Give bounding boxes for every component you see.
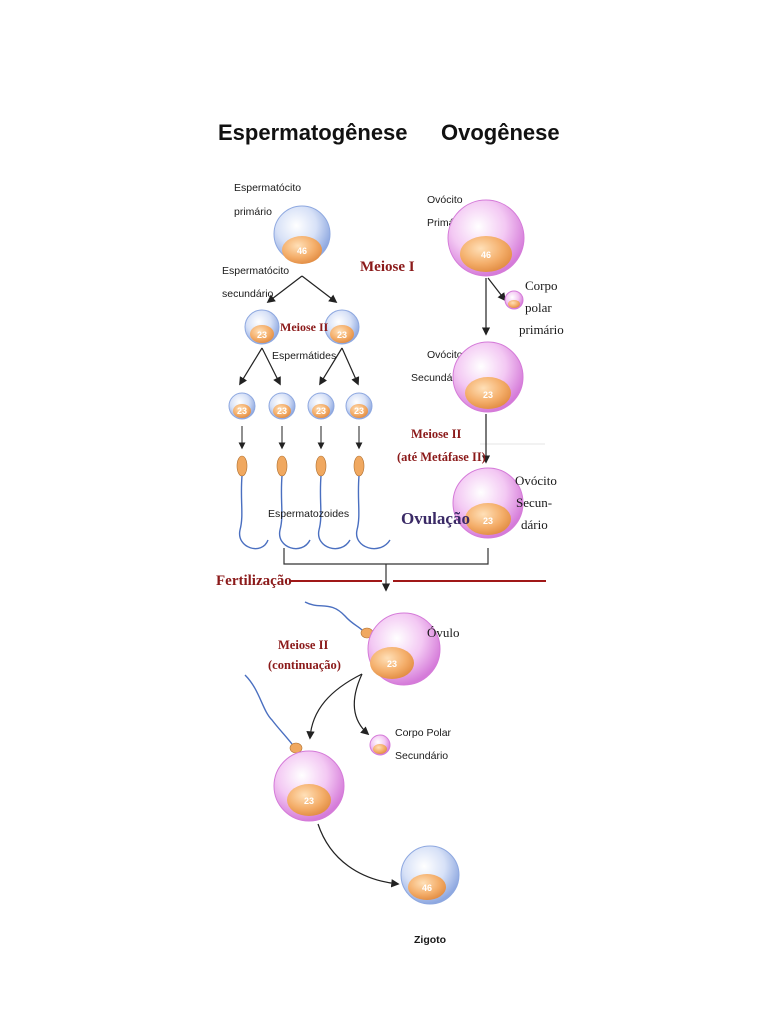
arrow (266, 275, 303, 304)
chromosome-number: 23 (337, 330, 347, 340)
chromosome-number: 46 (481, 250, 491, 260)
chromosome-number: 23 (483, 516, 493, 526)
arrow (261, 347, 281, 386)
fertilized-egg-cell: 23 (273, 750, 345, 822)
sperm-tail (244, 674, 293, 745)
chromosome-number: 23 (483, 390, 493, 400)
sperm-tail (304, 601, 363, 631)
primary-spermatocyte-cell: 46 (273, 205, 331, 264)
chromosome-number: 23 (257, 330, 267, 340)
first-polar-body-cell (504, 290, 524, 310)
spermatid-cell: 23 (268, 392, 296, 420)
label-primary-spermatocyte: Espermatócito primário (234, 182, 304, 218)
arrow (487, 277, 507, 302)
arrow (317, 823, 400, 888)
label-fertilization: Fertilização (216, 573, 292, 589)
second-polar-body-cell (369, 734, 391, 756)
spermatid-cell: 23 (307, 392, 335, 420)
heading-oogenesis: Ovogênese (441, 120, 560, 145)
label-first-polar-body: Corpo polar primário (519, 278, 564, 337)
arrow (319, 347, 343, 386)
chromosome-number: 46 (422, 883, 432, 893)
primary-oocyte-cell: 46 (447, 199, 525, 277)
zygote-cell: 46 (400, 845, 460, 905)
chromosome-number: 23 (354, 406, 364, 416)
label-spermatozoa: Espermatozoides (268, 508, 349, 520)
label-spermatids: Espermátides (272, 350, 336, 362)
spermatozoon (276, 455, 311, 550)
ovum-cell: 23 (367, 612, 441, 686)
chromosome-number: 23 (237, 406, 247, 416)
chromosome-number: 46 (297, 246, 307, 256)
spermatozoon (236, 455, 269, 550)
arrow (306, 673, 363, 740)
label-meiosis-1: Meiose I (360, 259, 415, 275)
label-meiosis-2-continued: Meiose II (continuação) (268, 638, 341, 672)
spermatozoon (353, 455, 391, 550)
chromosome-number: 23 (387, 659, 397, 669)
label-ovum: Óvulo (427, 625, 460, 640)
sperm-head (289, 742, 303, 754)
secondary-spermatocyte-cell: 23 (244, 309, 280, 345)
label-secondary-spermatocyte: Espermatócito secundário (222, 265, 292, 300)
label-meiosis-2-male: Meiose II (280, 320, 329, 334)
arrow (301, 275, 338, 304)
spermatid-cell: 23 (345, 392, 373, 420)
label-secondary-oocyte: Ovócito Secundário (411, 349, 466, 384)
secondary-oocyte-ovulated-cell: 23 (452, 467, 524, 539)
label-secondary-oocyte-2: Ovócito Secun- dário (515, 473, 560, 532)
label-meiosis-2-metaphase: Meiose II (até Metáfase II) (397, 427, 486, 464)
label-second-polar-body: Corpo Polar Secundário (395, 727, 454, 762)
chromosome-number: 23 (304, 796, 314, 806)
heading-spermatogenesis: Espermatogênese (218, 120, 408, 145)
spermatozoon (315, 455, 351, 550)
secondary-spermatocyte-cell: 23 (324, 309, 360, 345)
arrow (341, 347, 360, 386)
chromosome-number: 23 (316, 406, 326, 416)
secondary-oocyte-cell: 23 (452, 341, 524, 413)
spermatid-cell: 23 (228, 392, 256, 420)
arrow (239, 347, 263, 386)
label-ovulation: Ovulação (401, 509, 470, 528)
arrow (353, 673, 370, 736)
label-zygote: Zigoto (414, 934, 446, 946)
chromosome-number: 23 (277, 406, 287, 416)
merge-bracket (283, 548, 489, 565)
